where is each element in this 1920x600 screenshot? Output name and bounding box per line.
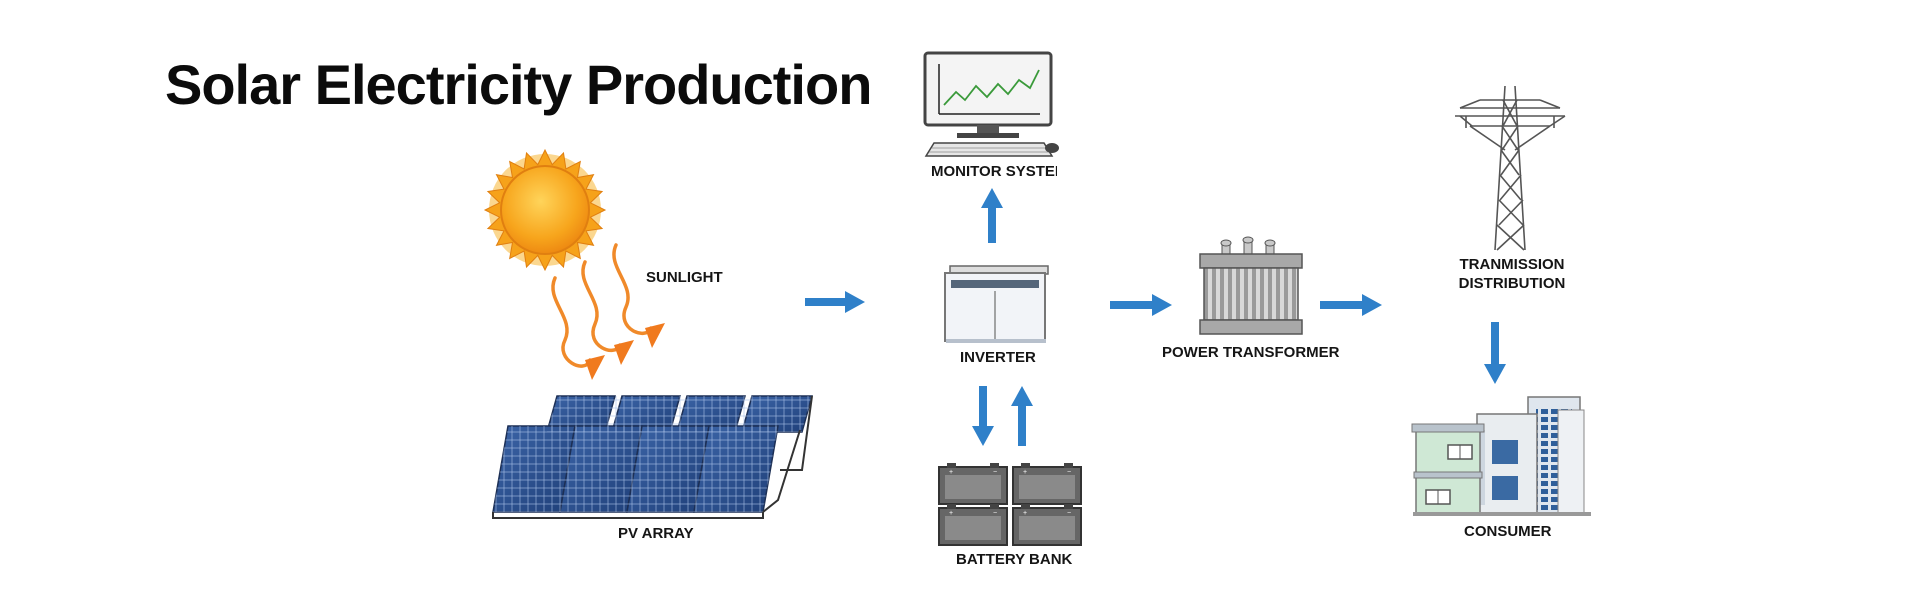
label-transmission-line1: TRANMISSION	[1459, 256, 1565, 273]
arrow-inverter-to-monitor	[981, 188, 1003, 243]
arrow-inverter-to-battery	[972, 386, 994, 446]
building-icon	[1411, 396, 1591, 516]
svg-text:+: +	[949, 510, 953, 517]
svg-text:+: +	[1023, 469, 1027, 476]
label-inverter: INVERTER	[960, 349, 1036, 366]
battery-icon: +−+−+−+−	[938, 463, 1082, 546]
label-pv-array: PV ARRAY	[618, 525, 694, 542]
label-sunlight: SUNLIGHT	[646, 269, 723, 286]
arrow-battery-to-inverter	[1011, 386, 1033, 446]
svg-text:−: −	[1067, 469, 1071, 476]
battery-cell: +−	[1012, 504, 1082, 546]
flow-arrows	[805, 188, 1506, 446]
arrow-transformer-to-transmission	[1320, 294, 1382, 316]
svg-text:−: −	[993, 469, 997, 476]
arrow-inverter-to-transformer	[1110, 294, 1172, 316]
svg-text:−: −	[993, 510, 997, 517]
label-transmission-line2: DISTRIBUTION	[1458, 275, 1566, 292]
computer-monitor-icon	[923, 51, 1059, 157]
sunlight-arrowheads	[585, 323, 665, 380]
inverter-icon	[944, 265, 1049, 343]
label-power-transformer: POWER TRANSFORMER	[1162, 344, 1340, 361]
arrow-sunlight-to-inverter	[805, 291, 865, 313]
battery-cell: +−	[938, 463, 1008, 505]
label-transmission: TRANMISSION DISTRIBUTION	[1450, 255, 1574, 293]
transformer-icon	[1199, 236, 1303, 335]
page-title: Solar Electricity Production	[165, 53, 872, 116]
battery-cell: +−	[1012, 463, 1082, 505]
sunlight-rays	[551, 243, 653, 368]
svg-text:−: −	[1067, 510, 1071, 517]
svg-text:+: +	[949, 469, 953, 476]
solar-panel-icon	[492, 395, 813, 519]
svg-text:+: +	[1023, 510, 1027, 517]
sun-icon	[483, 148, 607, 272]
arrow-transmission-to-consumer	[1484, 322, 1506, 384]
label-battery-bank: BATTERY BANK	[956, 551, 1073, 568]
transmission-tower-icon	[1455, 85, 1566, 251]
battery-cell: +−	[938, 504, 1008, 546]
label-monitor-system: MONITOR SYSTEM	[931, 163, 1057, 180]
label-consumer: CONSUMER	[1464, 523, 1552, 540]
